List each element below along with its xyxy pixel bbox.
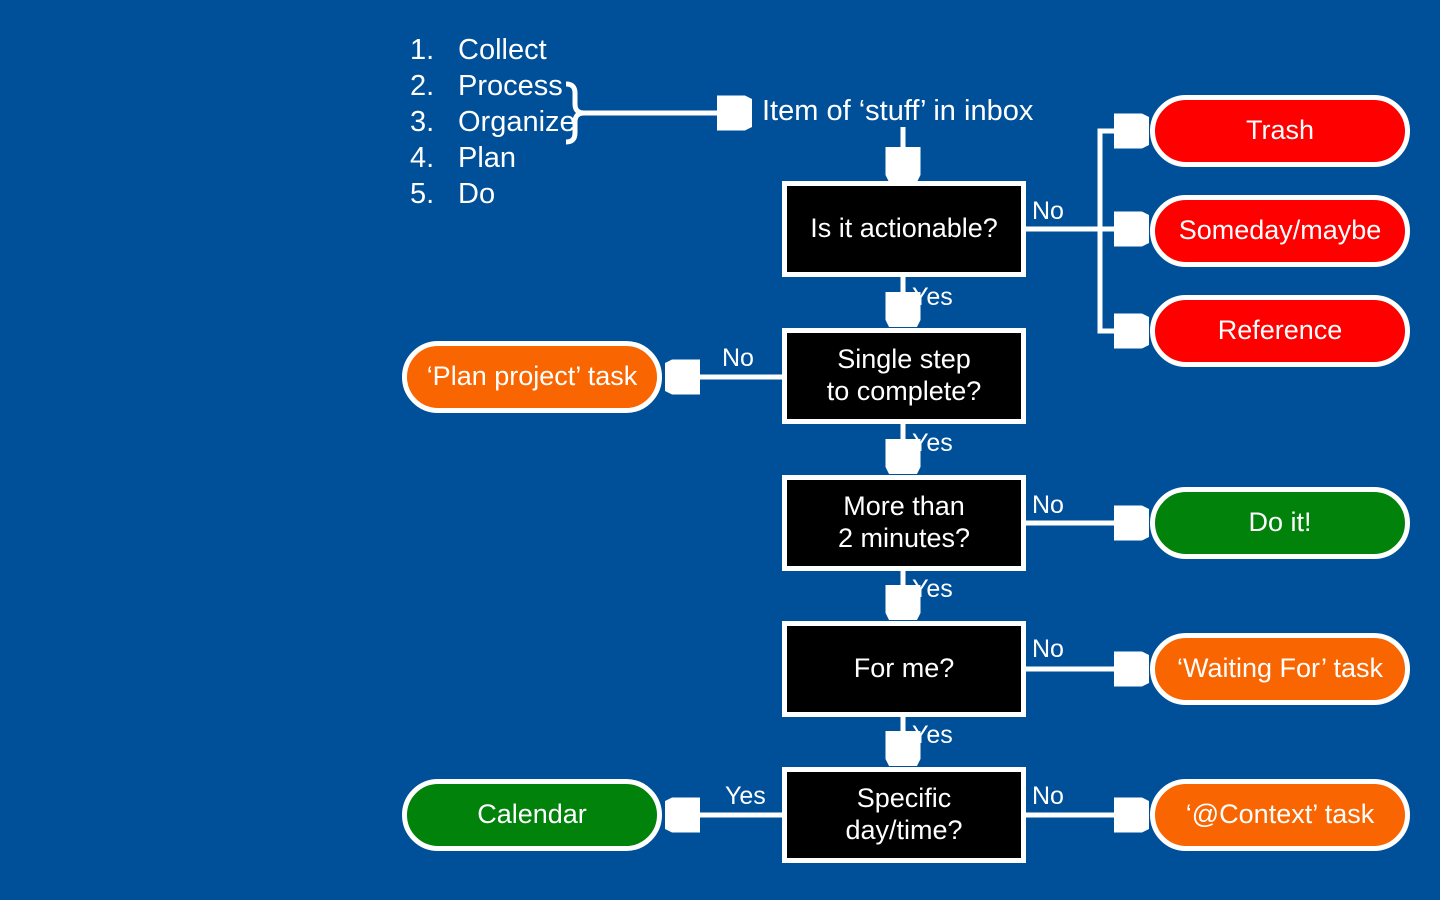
edge-label-forme-yes: Yes bbox=[912, 721, 953, 749]
outcome-trash[interactable]: Trash bbox=[1150, 95, 1410, 167]
edge-label-singlestep-yes: Yes bbox=[912, 429, 953, 457]
list-item: 5. Do bbox=[410, 176, 576, 212]
outcome-waiting-for-task[interactable]: ‘Waiting For’ task bbox=[1150, 633, 1410, 705]
list-item-label: Do bbox=[458, 178, 496, 210]
list-item-label: Plan bbox=[458, 142, 517, 174]
list-item: 3. Organize bbox=[410, 104, 576, 140]
decision-more-than-2-minutes[interactable]: More than 2 minutes? bbox=[782, 475, 1026, 571]
list-item: 4. Plan bbox=[410, 140, 576, 176]
edge-label-specificday-yes: Yes bbox=[725, 782, 766, 810]
edge-label-specificday-no: No bbox=[1032, 782, 1064, 810]
outcome-reference[interactable]: Reference bbox=[1150, 295, 1410, 367]
edge-actionable-no-reference bbox=[1097, 229, 1142, 331]
list-item-number: 5. bbox=[410, 178, 435, 210]
edge-label-actionable-yes: Yes bbox=[912, 283, 953, 311]
decision-single-step[interactable]: Single step to complete? bbox=[782, 328, 1026, 424]
decision-specific-day-time[interactable]: Specific day/time? bbox=[782, 767, 1026, 863]
list-item-number: 4. bbox=[410, 142, 435, 174]
list-item-number: 1. bbox=[410, 34, 435, 66]
list-item-number: 3. bbox=[410, 106, 435, 138]
decision-for-me[interactable]: For me? bbox=[782, 621, 1026, 717]
decision-is-it-actionable[interactable]: Is it actionable? bbox=[782, 181, 1026, 277]
list-item-label: Process bbox=[458, 70, 563, 102]
outcome-someday-maybe[interactable]: Someday/maybe bbox=[1150, 195, 1410, 267]
outcome-calendar[interactable]: Calendar bbox=[402, 779, 662, 851]
outcome-do-it[interactable]: Do it! bbox=[1150, 487, 1410, 559]
edge-label-twominutes-yes: Yes bbox=[912, 575, 953, 603]
edge-label-singlestep-no: No bbox=[722, 344, 754, 372]
gtd-steps-list: 1. Collect 2. Process 3. Organize 4. Pla… bbox=[410, 32, 576, 212]
list-item-label: Collect bbox=[458, 34, 547, 66]
inbox-item-caption: Item of ‘stuff’ in inbox bbox=[762, 95, 1034, 127]
list-item-label: Organize bbox=[458, 106, 576, 138]
list-item: 1. Collect bbox=[410, 32, 576, 68]
edge-label-twominutes-no: No bbox=[1032, 491, 1064, 519]
edge-label-actionable-no: No bbox=[1032, 197, 1064, 225]
outcome-plan-project-task[interactable]: ‘Plan project’ task bbox=[402, 341, 662, 413]
list-item-number: 2. bbox=[410, 70, 435, 102]
list-item: 2. Process bbox=[410, 68, 576, 104]
edge-label-forme-no: No bbox=[1032, 635, 1064, 663]
edge-actionable-no-trash bbox=[1097, 131, 1142, 229]
outcome-context-task[interactable]: ‘@Context’ task bbox=[1150, 779, 1410, 851]
